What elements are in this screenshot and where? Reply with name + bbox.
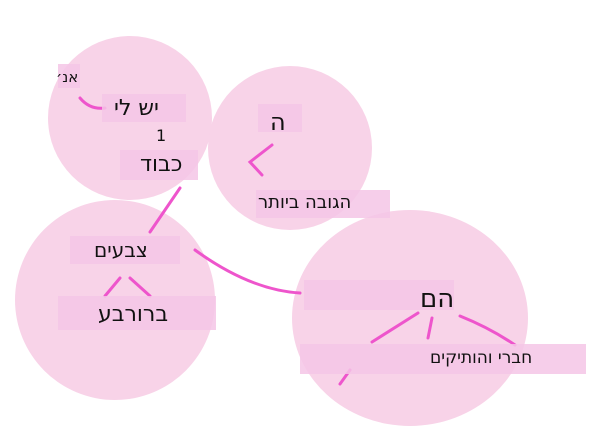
connector-line	[426, 316, 434, 340]
highlight-box	[58, 64, 80, 88]
label-hem: הם	[420, 284, 455, 314]
highlight-box	[58, 296, 216, 330]
label-hebrew-sentence: חברי והותיקים	[430, 348, 533, 368]
connector-line	[148, 186, 182, 234]
highlight-box	[300, 344, 586, 374]
label-hu: ה	[270, 108, 286, 136]
label-ani: אנ׳	[56, 68, 79, 86]
bubble-top-right	[208, 66, 372, 230]
label-kelev: כבוד	[140, 152, 183, 177]
connector-line	[193, 248, 302, 295]
highlight-box	[102, 94, 186, 122]
label-one: 1	[156, 126, 167, 145]
connector-line	[370, 311, 420, 344]
label-tzeva: צבעים	[94, 238, 148, 262]
connector-line	[458, 314, 517, 347]
highlight-box	[304, 280, 454, 310]
highlight-box	[120, 150, 198, 180]
connector-line	[247, 143, 274, 177]
connector-line	[128, 276, 152, 298]
highlight-box	[256, 190, 390, 218]
highlight-box	[258, 104, 302, 132]
connector-line	[103, 276, 122, 298]
label-lavan: ברורבע	[98, 302, 169, 327]
label-yesh-li: יש לי	[114, 96, 159, 121]
highlight-box	[70, 236, 180, 264]
label-hagova: הגובה ביותר	[258, 192, 352, 213]
